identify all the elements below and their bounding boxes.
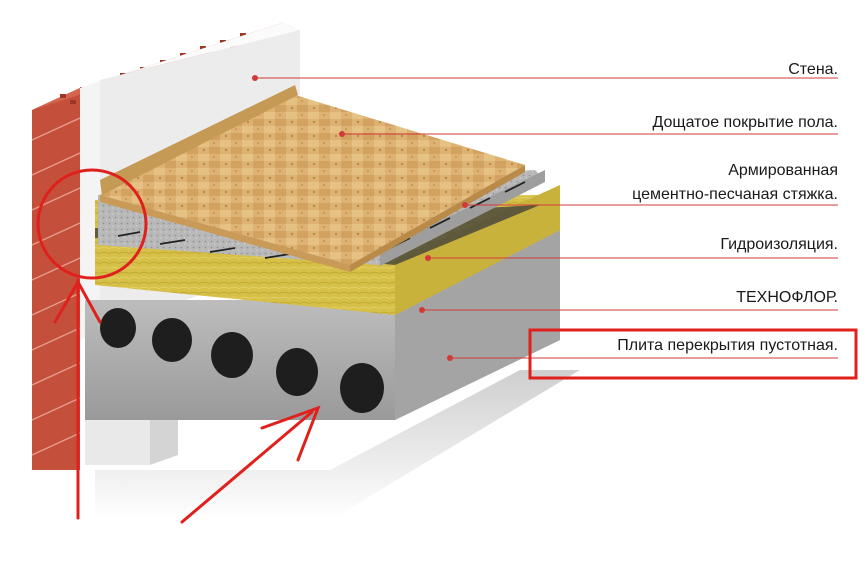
annotation-arrowhead-diagonal (260, 405, 321, 462)
leader-dots (252, 75, 468, 361)
label-screed-line1: Армированная (728, 162, 838, 179)
red-annotations (36, 168, 858, 524)
label-screed-line2: цементно-песчаная стяжка. (632, 186, 838, 203)
leader-lines (255, 77, 838, 359)
ground-shadow (95, 370, 580, 520)
label-waterproofing: Гидроизоляция. (720, 236, 838, 253)
label-floor-covering: Дощатое покрытие пола. (652, 114, 838, 131)
label-insulation: ТЕХНОФЛОР. (736, 289, 838, 306)
annotation-circle (36, 168, 148, 280)
annotation-arrowhead-up (53, 278, 102, 324)
annotation-highlight-box (528, 328, 858, 380)
annotation-arrow-diagonal (180, 410, 314, 524)
label-slab: Плита перекрытия пустотная. (617, 337, 838, 354)
wooden-floor-covering (100, 85, 525, 272)
label-wall: Стена. (788, 61, 838, 78)
